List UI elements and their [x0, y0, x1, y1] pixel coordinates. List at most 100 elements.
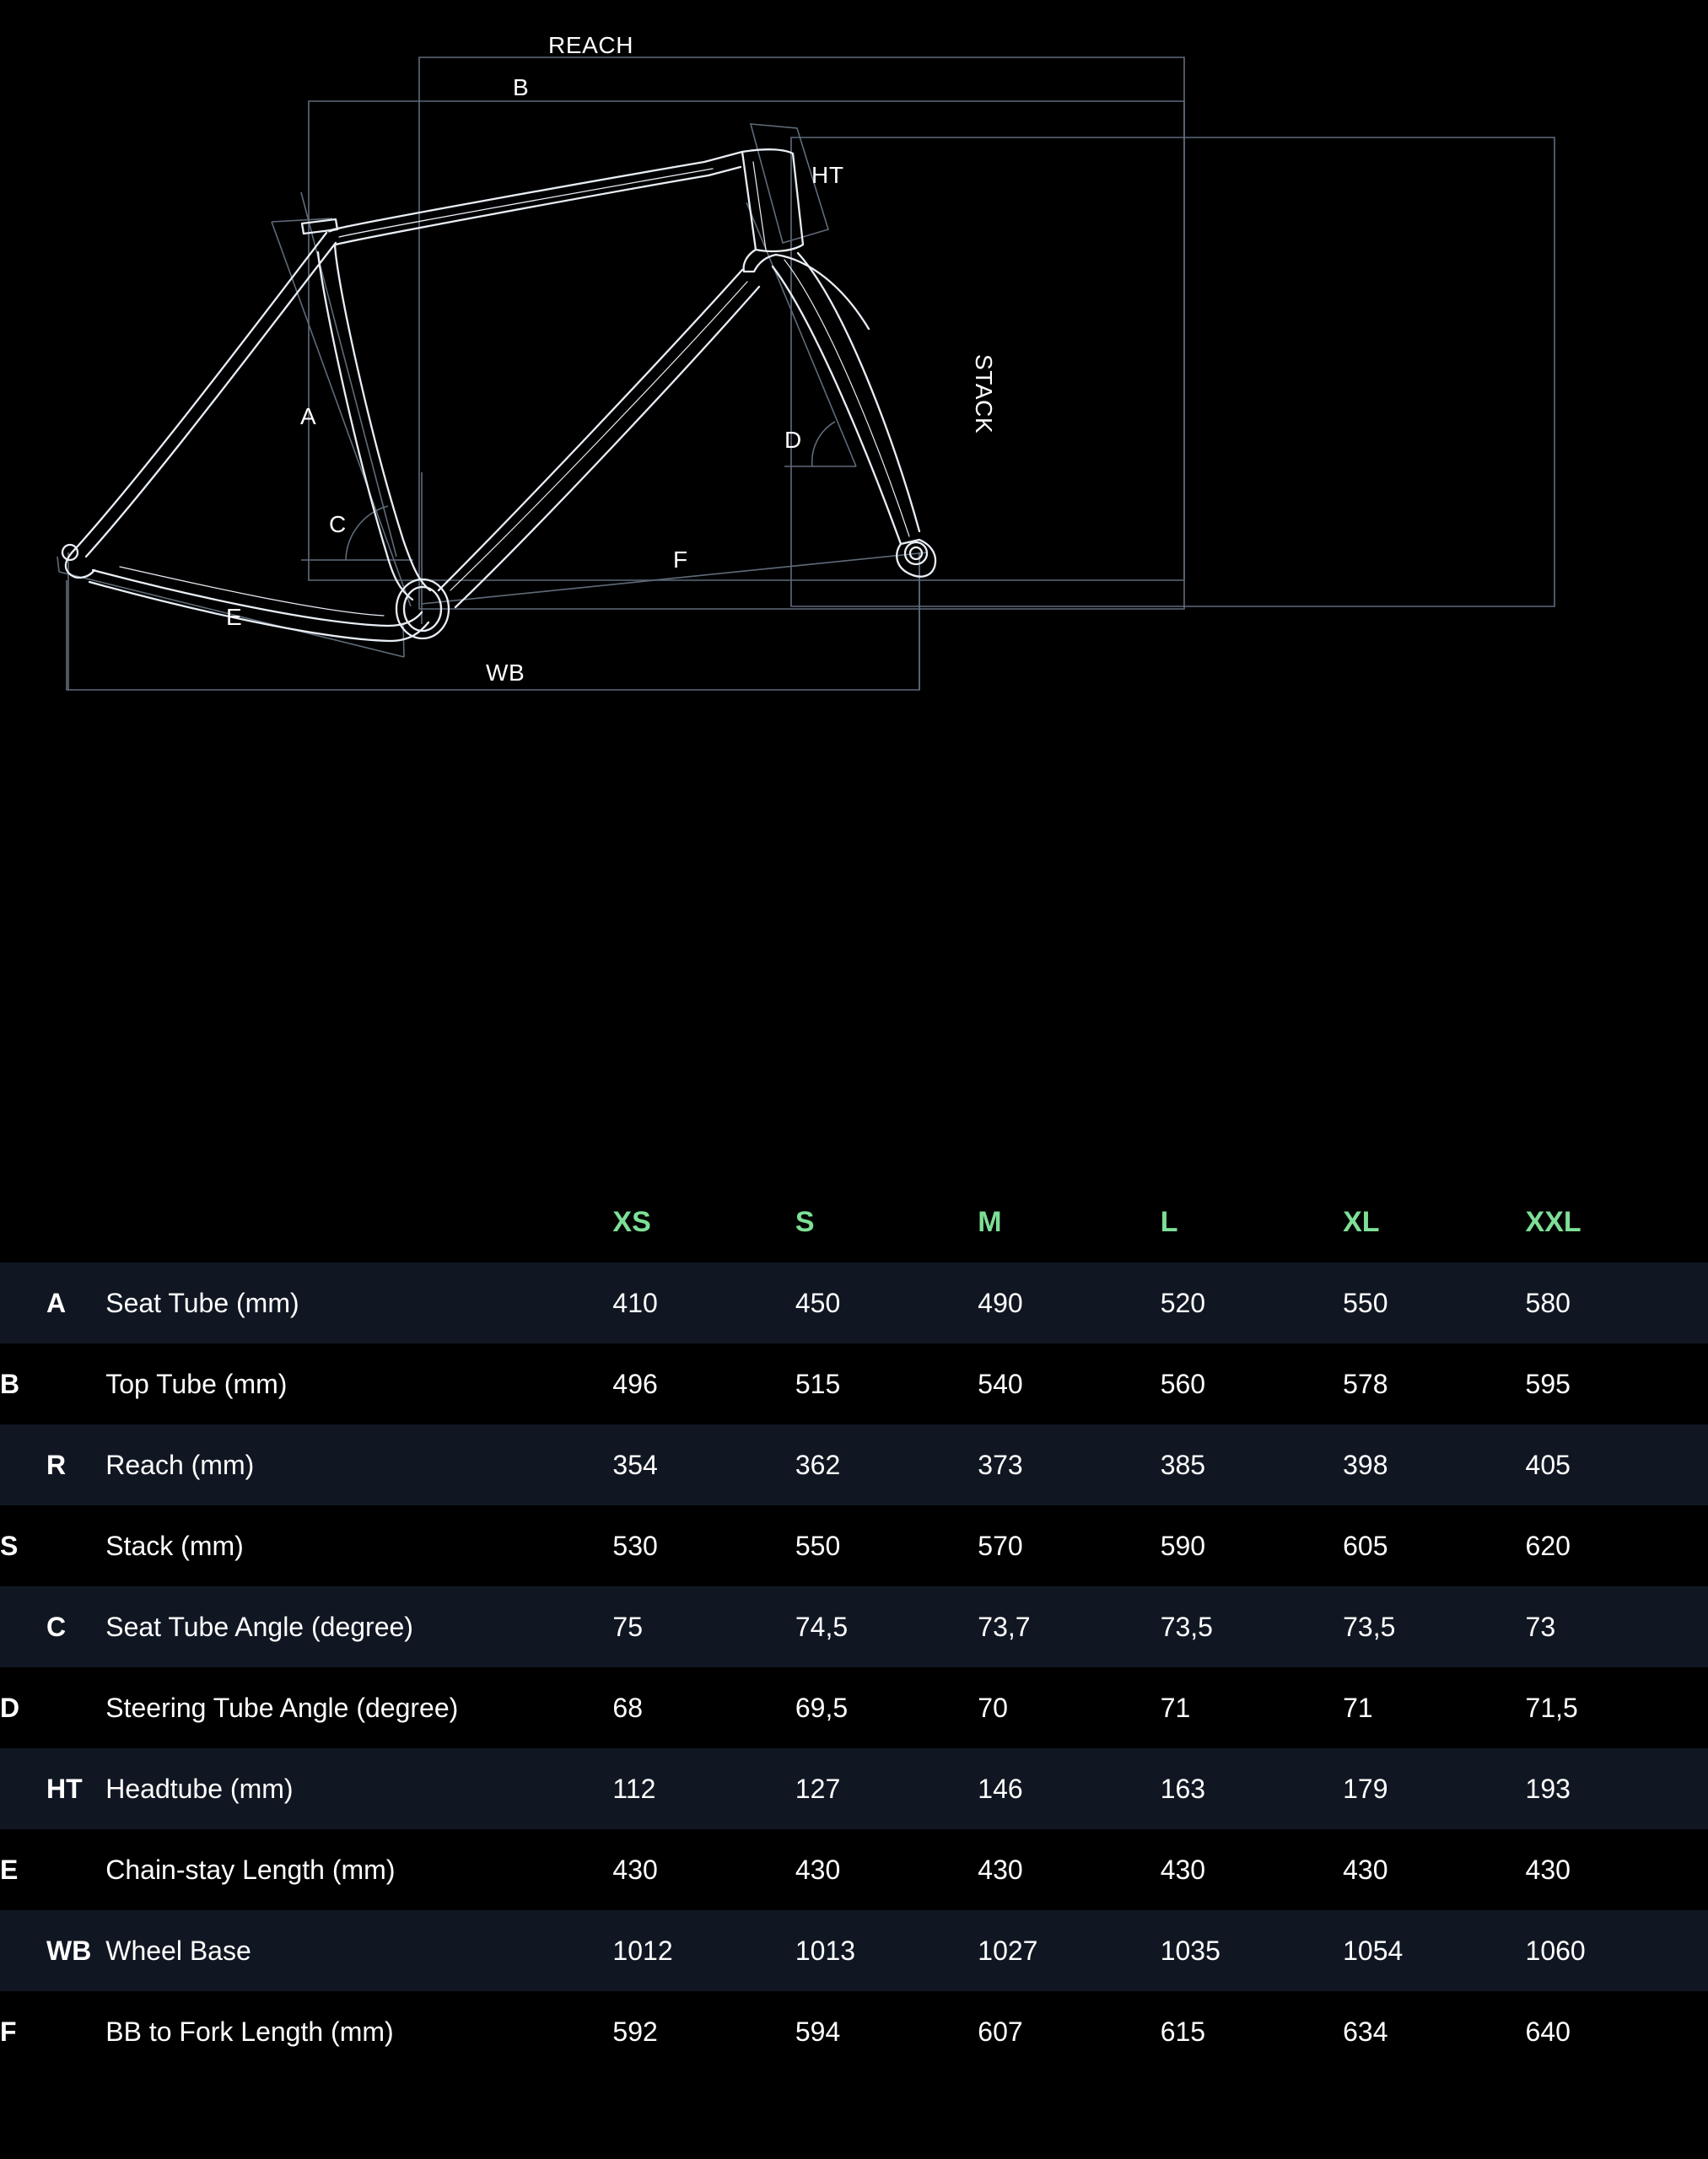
row-value: 362 [795, 1424, 978, 1505]
row-description: Wheel Base [105, 1910, 613, 1991]
row-value: 112 [612, 1748, 795, 1829]
head-tube-axis [746, 202, 857, 467]
row-value: 1054 [1343, 1910, 1526, 1991]
front-axle-outer [903, 541, 929, 566]
chain-stay-lower-edge [88, 580, 430, 643]
label-reach: REACH [548, 32, 634, 58]
row-value: 620 [1525, 1505, 1708, 1586]
row-code: A [0, 1263, 106, 1343]
head-angle-arc [811, 421, 836, 467]
bb-shell-inner [402, 585, 443, 633]
row-value: 405 [1525, 1424, 1708, 1505]
row-value: 450 [795, 1263, 978, 1343]
row-value: 146 [978, 1748, 1161, 1829]
reach-dimension-box [418, 57, 1185, 610]
row-code: R [0, 1424, 106, 1505]
row-value: 373 [978, 1424, 1161, 1505]
seat-tube-front-edge [333, 243, 432, 592]
seat-tube-dimension-line [271, 221, 412, 607]
row-description: Seat Tube (mm) [105, 1263, 613, 1343]
row-value: 73,5 [1160, 1586, 1344, 1667]
frame-geometry-diagram: REACH B HT STACK A C D E F WB [57, 32, 1555, 691]
fork-blade-rear-edge [771, 265, 902, 546]
seat-tube-rear-edge [316, 250, 414, 601]
chain-stay-upper-edge [91, 568, 423, 627]
row-value: 578 [1343, 1343, 1526, 1424]
row-value: 430 [1160, 1829, 1344, 1910]
row-value: 163 [1160, 1748, 1344, 1829]
stack-dimension-box [790, 137, 1555, 607]
row-description: Top Tube (mm) [105, 1343, 613, 1424]
row-value: 73 [1525, 1586, 1708, 1667]
seat-tube-axis [300, 191, 397, 557]
row-value: 490 [978, 1263, 1161, 1343]
row-value: 550 [1343, 1263, 1526, 1343]
header-size-l[interactable]: L [1160, 1182, 1344, 1263]
header-size-xl[interactable]: XL [1343, 1182, 1526, 1263]
header-size-xxl[interactable]: XXL [1525, 1182, 1708, 1263]
row-value: 570 [978, 1505, 1161, 1586]
header-size-s[interactable]: S [795, 1182, 978, 1263]
row-code: HT [0, 1748, 106, 1829]
dimension-lines [57, 57, 1555, 691]
top-tube-lower-edge [334, 165, 742, 246]
seat-tube-tick-top [271, 218, 333, 223]
row-value: 590 [1160, 1505, 1344, 1586]
row-value: 605 [1343, 1505, 1526, 1586]
row-value: 398 [1343, 1424, 1526, 1505]
table-header: XS S M L XL XXL [0, 1182, 1708, 1263]
row-value: 530 [612, 1505, 795, 1586]
seat-angle-arc [345, 505, 389, 561]
seat-cluster-detail [328, 225, 348, 233]
row-code: WB [0, 1910, 106, 1991]
header-size-xs[interactable]: XS [612, 1182, 795, 1263]
row-value: 71 [1160, 1667, 1344, 1748]
label-a: A [300, 403, 317, 429]
row-value: 607 [978, 1991, 1161, 2072]
row-description: BB to Fork Length (mm) [105, 1991, 613, 2072]
row-value: 595 [1525, 1343, 1708, 1424]
row-code: D [0, 1667, 106, 1748]
row-value: 640 [1525, 1991, 1708, 2072]
bike-frame-drawing [57, 57, 1555, 691]
row-value: 520 [1160, 1263, 1344, 1343]
row-description: Reach (mm) [105, 1424, 613, 1505]
row-value: 1035 [1160, 1910, 1344, 1991]
rear-axle-hole [61, 543, 79, 562]
row-value: 73,7 [978, 1586, 1161, 1667]
headtube-dimension-box [749, 123, 830, 245]
chainstay-dimension-line [58, 571, 405, 658]
row-value: 430 [978, 1829, 1161, 1910]
front-axle-hole [908, 546, 924, 561]
label-stack: STACK [971, 354, 997, 434]
row-code: E [0, 1829, 106, 1910]
down-tube-lower-edge [454, 285, 761, 609]
row-value: 68 [612, 1667, 795, 1748]
row-value: 634 [1343, 1991, 1526, 2072]
row-value: 580 [1525, 1263, 1708, 1343]
header-size-m[interactable]: M [978, 1182, 1161, 1263]
row-description: Seat Tube Angle (degree) [105, 1586, 613, 1667]
row-value: 385 [1160, 1424, 1344, 1505]
row-value: 70 [978, 1667, 1161, 1748]
row-value: 1012 [612, 1910, 795, 1991]
top-tube-dimension-box [308, 100, 1185, 581]
label-f: F [673, 546, 688, 573]
top-tube-upper-edge [329, 150, 744, 232]
chain-stay-inner-line [119, 566, 385, 616]
bb-shell-outer [395, 578, 450, 640]
row-code: F [0, 1991, 106, 2072]
label-d: D [784, 427, 802, 453]
label-wb: WB [486, 660, 525, 686]
front-dropout-outline [896, 538, 937, 578]
table-header-row: XS S M L XL XXL [0, 1182, 1708, 1263]
row-code: B [0, 1343, 106, 1424]
